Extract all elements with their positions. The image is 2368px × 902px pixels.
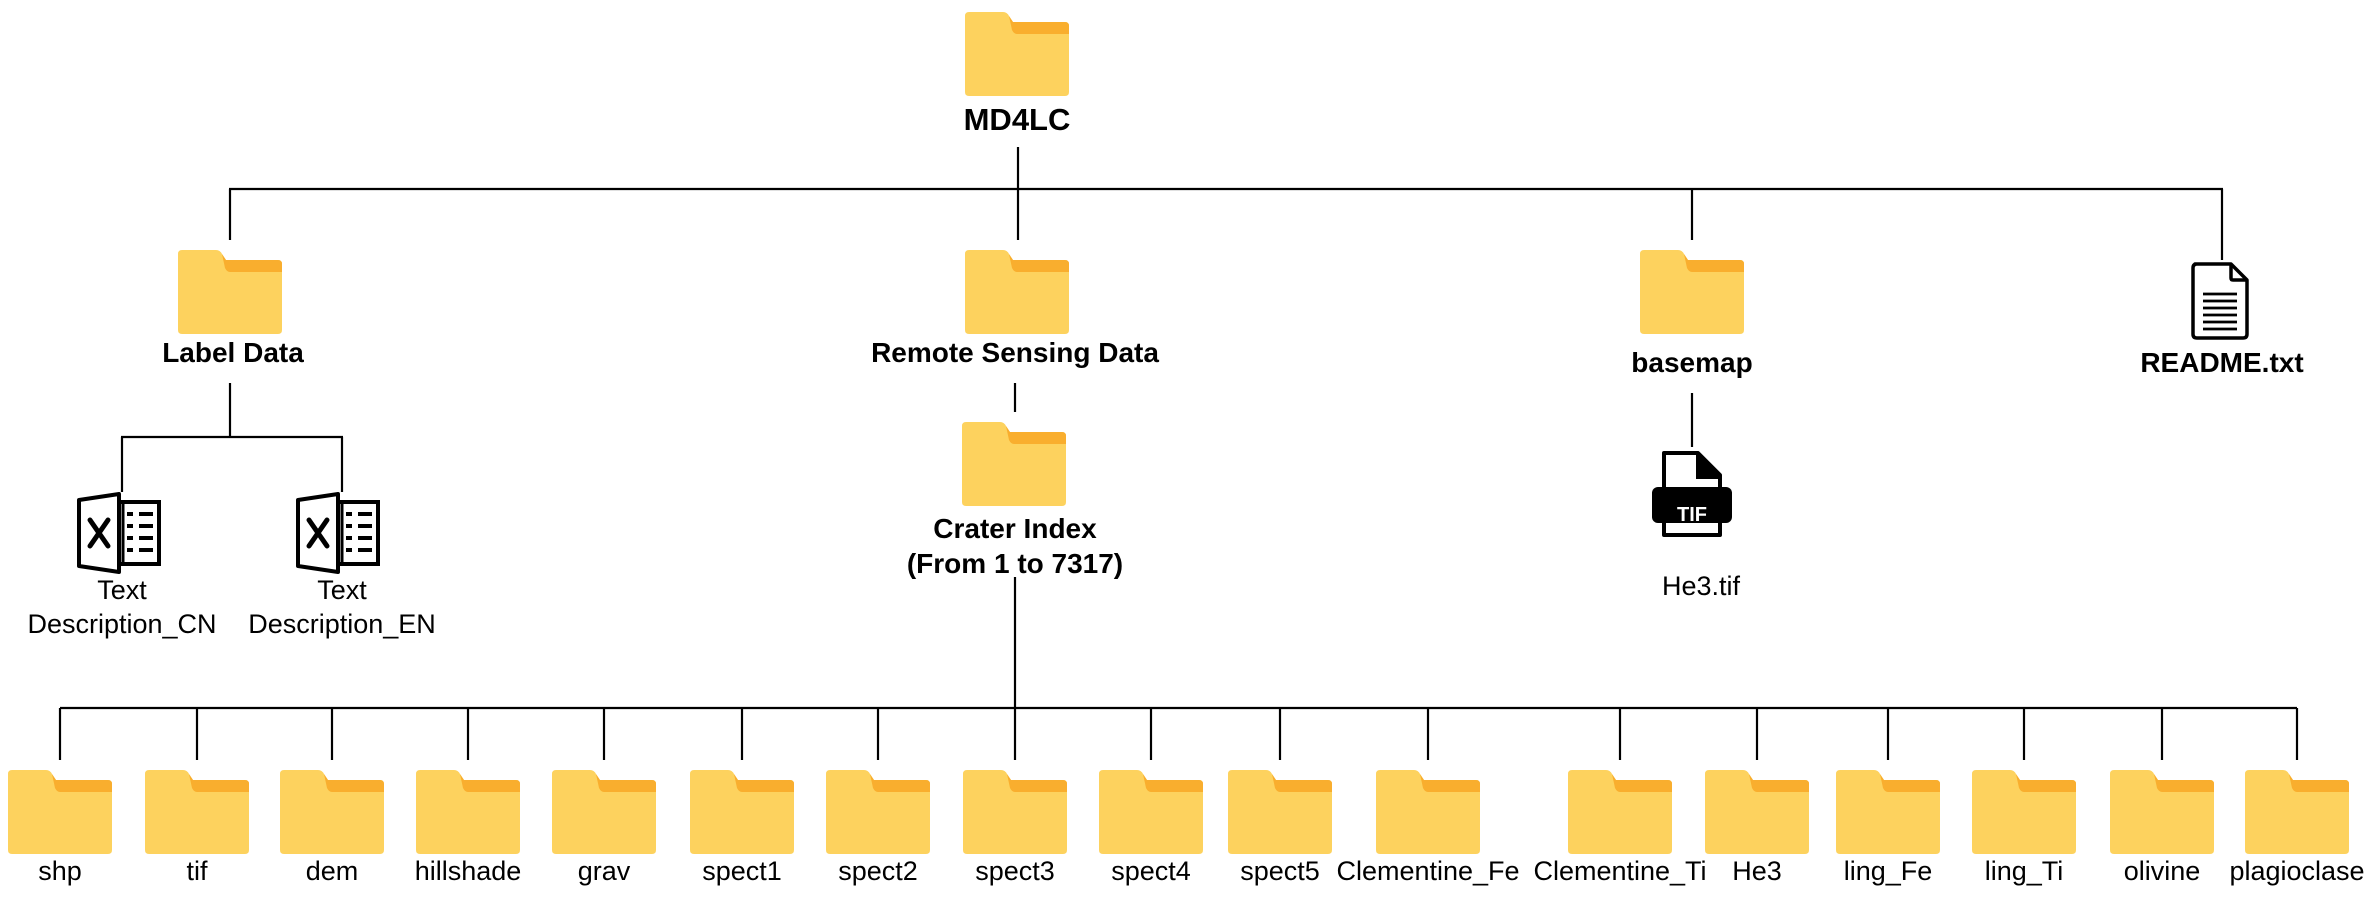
root-label: MD4LC	[964, 102, 1071, 137]
subfolder-label: ling_Fe	[1844, 856, 1933, 886]
subfolder-hillshade: hillshade	[415, 770, 522, 886]
root-node: MD4LC	[964, 12, 1071, 137]
excel-file-icon[interactable]	[298, 494, 378, 572]
folder-icon[interactable]	[145, 770, 249, 854]
subfolder-spect5: spect5	[1228, 770, 1332, 886]
folder-icon[interactable]	[1099, 770, 1203, 854]
folder-icon[interactable]	[416, 770, 520, 854]
folder-icon[interactable]	[1972, 770, 2076, 854]
subfolder-dem: dem	[280, 770, 384, 886]
file-label-line1: Text	[97, 575, 147, 605]
he3-tif-label: He3.tif	[1662, 571, 1741, 601]
subfolder-label: Clementine_Ti	[1533, 856, 1706, 886]
subfolder-label: dem	[306, 856, 359, 886]
basemap-label: basemap	[1631, 347, 1752, 378]
subfolder-label: tif	[186, 856, 208, 886]
subfolder-label: spect4	[1111, 856, 1191, 886]
subfolder-label: spect5	[1240, 856, 1320, 886]
subfolder-olivine: olivine	[2110, 770, 2214, 886]
label-data-label: Label Data	[162, 337, 304, 368]
subfolder-he3: He3	[1705, 770, 1809, 886]
subfolder-label: spect1	[702, 856, 782, 886]
folder-icon[interactable]	[965, 250, 1069, 334]
crater-subfolders: shp tif dem hillshade grav spect1 spect2 spect3…	[8, 770, 2365, 886]
remote-sensing-label: Remote Sensing Data	[871, 337, 1159, 368]
folder-icon[interactable]	[1228, 770, 1332, 854]
subfolder-label: grav	[578, 856, 631, 886]
folder-icon[interactable]	[178, 250, 282, 334]
subfolder-label: plagioclase	[2229, 856, 2364, 886]
subfolder-shp: shp	[8, 770, 112, 886]
subfolder-grav: grav	[552, 770, 656, 886]
file-label-line2: Description_CN	[27, 609, 216, 639]
subfolder-ling-fe: ling_Fe	[1836, 770, 1940, 886]
subfolder-label: He3	[1732, 856, 1782, 886]
subfolder-label: spect2	[838, 856, 918, 886]
subfolder-spect1: spect1	[690, 770, 794, 886]
folder-icon[interactable]	[1705, 770, 1809, 854]
folder-icon[interactable]	[965, 12, 1069, 96]
folder-icon[interactable]	[1836, 770, 1940, 854]
he3-tif-node: TIF He3.tif	[1650, 451, 1741, 601]
subfolder-label: hillshade	[415, 856, 522, 886]
file-label-line2: Description_EN	[248, 609, 436, 639]
readme-node: README.txt	[2140, 262, 2304, 378]
subfolder-label: shp	[38, 856, 82, 886]
subfolder-spect3: spect3	[963, 770, 1067, 886]
subfolder-label: spect3	[975, 856, 1055, 886]
readme-label: README.txt	[2140, 347, 2303, 378]
subfolder-clementine-fe: Clementine_Fe	[1336, 770, 1520, 886]
folder-icon[interactable]	[2245, 770, 2349, 854]
subfolder-label: Clementine_Fe	[1336, 856, 1519, 886]
crater-index-node: Crater Index (From 1 to 7317)	[907, 422, 1123, 579]
subfolder-spect4: spect4	[1099, 770, 1203, 886]
subfolder-clementine-ti: Clementine_Ti	[1533, 770, 1707, 886]
folder-icon[interactable]	[552, 770, 656, 854]
subfolder-label: ling_Ti	[1985, 856, 2064, 886]
crater-label-line1: Crater Index	[933, 513, 1097, 544]
text-file-icon[interactable]	[2191, 262, 2249, 340]
folder-icon[interactable]	[1640, 250, 1744, 334]
folder-icon[interactable]	[2110, 770, 2214, 854]
tif-badge: TIF	[1677, 504, 1707, 526]
remote-sensing-node: Remote Sensing Data	[871, 250, 1159, 368]
subfolder-label: olivine	[2124, 856, 2201, 886]
folder-icon[interactable]	[963, 770, 1067, 854]
basemap-node: basemap	[1631, 250, 1753, 378]
folder-icon[interactable]	[962, 422, 1066, 506]
label-data-node: Label Data	[162, 250, 304, 368]
folder-icon[interactable]	[1568, 770, 1672, 854]
subfolder-ling-ti: ling_Ti	[1972, 770, 2076, 886]
text-description-en-node: Text Description_EN	[248, 494, 436, 639]
folder-icon[interactable]	[1376, 770, 1480, 854]
tree-connectors	[58, 147, 2299, 760]
subfolder-plagioclase: plagioclase	[2229, 770, 2365, 886]
crater-label-line2: (From 1 to 7317)	[907, 548, 1123, 579]
file-label-line1: Text	[317, 575, 367, 605]
subfolder-tif: tif	[145, 770, 249, 886]
folder-icon[interactable]	[690, 770, 794, 854]
excel-file-icon[interactable]	[79, 494, 159, 572]
subfolder-spect2: spect2	[826, 770, 930, 886]
folder-icon[interactable]	[826, 770, 930, 854]
folder-icon[interactable]	[280, 770, 384, 854]
text-description-cn-node: Text Description_CN	[27, 494, 217, 639]
folder-icon[interactable]	[8, 770, 112, 854]
